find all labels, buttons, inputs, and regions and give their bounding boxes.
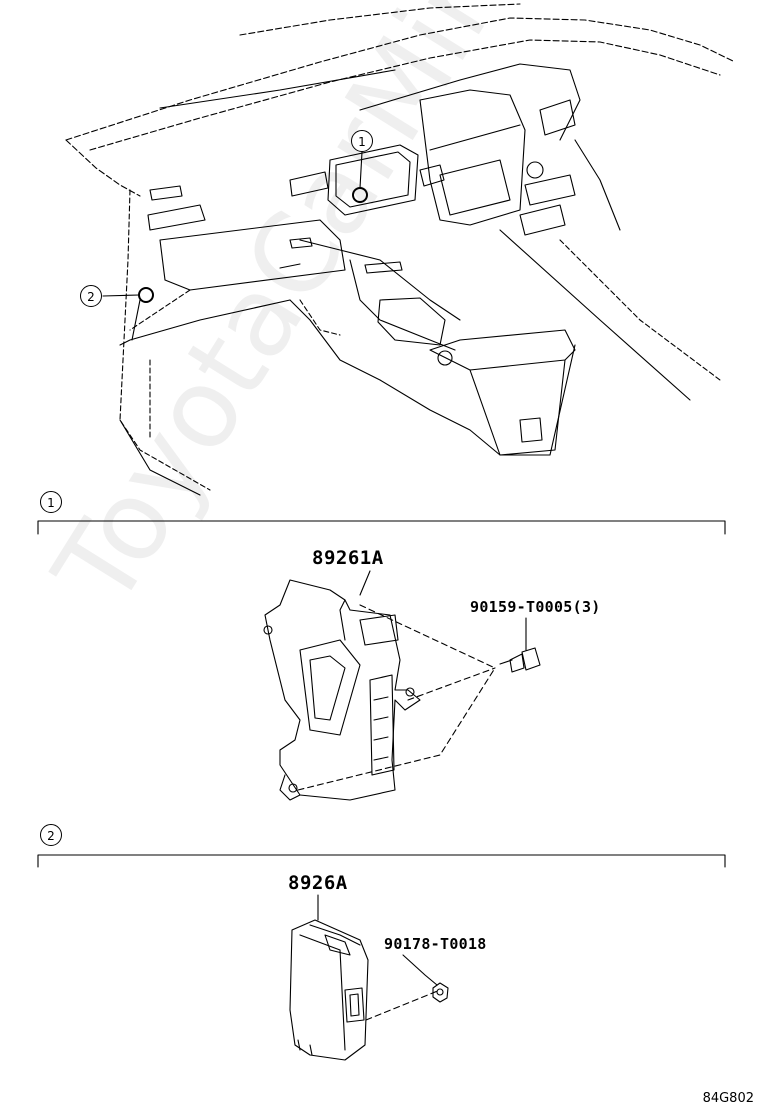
dashboard-illustration bbox=[65, 3, 736, 496]
section-1-number: 1 bbox=[40, 491, 62, 513]
callout-2-marker: 2 bbox=[80, 285, 102, 307]
ecu-89261a bbox=[263, 570, 421, 801]
part-label-89261a: 89261A bbox=[312, 547, 384, 569]
section-2-number: 2 bbox=[40, 824, 62, 846]
ecu-8926a bbox=[289, 894, 369, 1061]
callout-1-marker: 1 bbox=[351, 130, 373, 152]
section-1 bbox=[37, 520, 726, 801]
bolt-90159-t0005 bbox=[499, 617, 541, 673]
part-label-8926a: 8926A bbox=[288, 872, 348, 894]
part-label-90178-t0018: 90178-T0018 bbox=[384, 935, 487, 953]
diagram-code: 84G802 bbox=[702, 1091, 754, 1106]
part-label-90159-t0005: 90159-T0005(3) bbox=[470, 598, 601, 616]
section-2 bbox=[37, 854, 726, 1061]
nut-90178-t0018 bbox=[402, 954, 449, 1003]
